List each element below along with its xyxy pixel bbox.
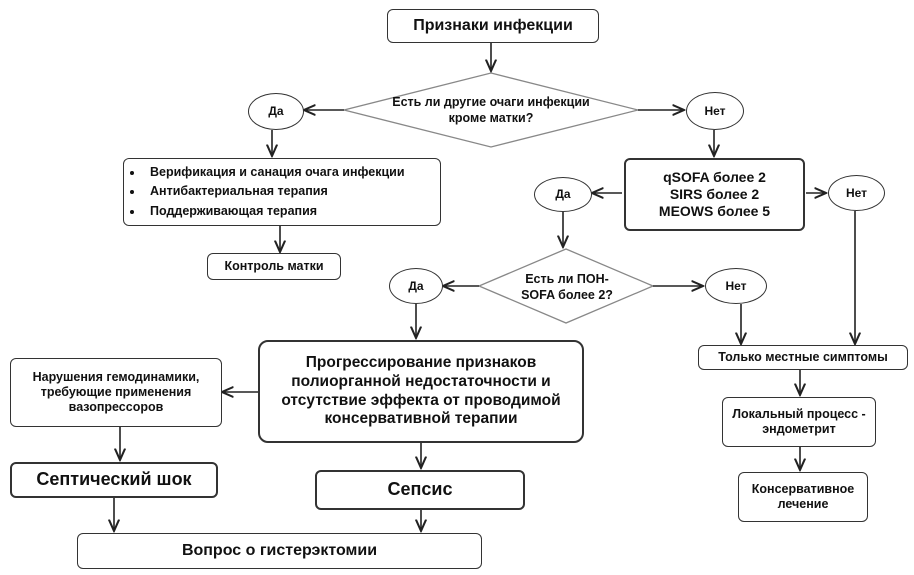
- pon-question: Есть ли ПОН-SOFA более 2?: [512, 268, 622, 306]
- sepsis-text: Сепсис: [387, 479, 453, 500]
- action-item: Верификация и санация очага инфекции: [144, 163, 405, 182]
- conservative-box: Консервативное лечение: [738, 472, 868, 522]
- yes-oval-1: Да: [248, 93, 304, 130]
- yes-oval-2: Да: [534, 177, 592, 212]
- yes-oval-3: Да: [389, 268, 443, 304]
- hysterectomy-text: Вопрос о гистерэктомии: [181, 542, 378, 560]
- score-line: SIRS более 2: [669, 186, 760, 203]
- no-label: Нет: [725, 278, 747, 293]
- no-label: Нет: [704, 103, 726, 118]
- progression-text: Прогрессирование признаков полиорганной …: [281, 354, 561, 428]
- sepsis-box: Сепсис: [315, 470, 525, 510]
- actions-list: Верификация и санация очага инфекции Ант…: [124, 163, 405, 221]
- actions-box: Верификация и санация очага инфекции Ант…: [123, 158, 441, 226]
- signs-of-infection-box: Признаки инфекции: [387, 9, 599, 43]
- yes-label: Да: [408, 278, 424, 293]
- hysterectomy-box: Вопрос о гистерэктомии: [77, 533, 482, 569]
- local-symptoms-box: Только местные симптомы: [698, 345, 908, 370]
- hemodynamics-box: Нарушения гемодинамики, требующие примен…: [10, 358, 222, 427]
- other-foci-diamond: [343, 72, 639, 148]
- uterus-control-text: Контроль матки: [224, 259, 324, 273]
- action-item: Антибактериальная терапия: [144, 182, 405, 201]
- no-oval-3: Нет: [705, 268, 767, 304]
- score-line: MEOWS более 5: [658, 202, 771, 219]
- yes-label: Да: [555, 187, 571, 202]
- pon-question-text: Есть ли ПОН-SOFA более 2?: [521, 271, 613, 302]
- progression-box: Прогрессирование признаков полиорганной …: [258, 340, 584, 443]
- no-label: Нет: [845, 185, 868, 200]
- septic-shock-text: Септический шок: [36, 469, 192, 490]
- other-foci-question-text: Есть ли другие очаги инфекции кроме матк…: [392, 94, 590, 125]
- hemodynamics-text: Нарушения гемодинамики, требующие примен…: [32, 370, 200, 414]
- uterus-control-box: Контроль матки: [207, 253, 341, 280]
- other-foci-question: Есть ли другие очаги инфекции кроме матк…: [372, 90, 610, 130]
- yes-label: Да: [268, 104, 284, 119]
- conservative-text: Консервативное лечение: [751, 482, 855, 511]
- endometritis-box: Локальный процесс - эндометрит: [722, 397, 876, 447]
- pon-diamond: [477, 248, 655, 324]
- signs-of-infection-text: Признаки инфекции: [413, 17, 573, 35]
- score-line: qSOFA более 2: [663, 169, 766, 186]
- local-symptoms-text: Только местные симптомы: [718, 350, 888, 364]
- no-oval-1: Нет: [686, 92, 744, 130]
- septic-shock-box: Септический шок: [10, 462, 218, 498]
- endometritis-text: Локальный процесс - эндометрит: [732, 407, 866, 436]
- action-item: Поддерживающая терапия: [144, 202, 405, 221]
- no-oval-2: Нет: [828, 175, 885, 211]
- scores-box: qSOFA более 2 SIRS более 2 MEOWS более 5: [624, 158, 805, 231]
